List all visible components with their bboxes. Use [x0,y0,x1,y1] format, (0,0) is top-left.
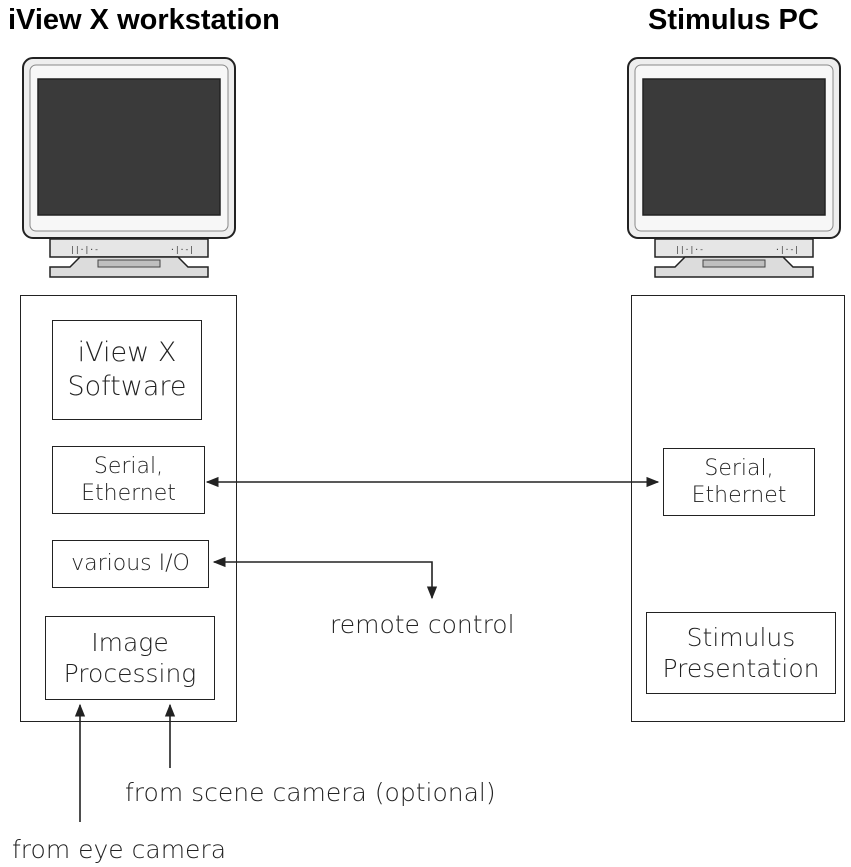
svg-text:·|·-|: ·|·-| [775,245,799,254]
eye-camera-label: from eye camera [12,835,227,864]
stimulus-pc-title: Stimulus PC [648,4,819,36]
svg-text:||·|·-: ||·|·- [675,245,704,254]
stimulus-presentation-box: Stimulus Presentation [646,612,836,694]
remote-control-arrow [212,556,438,600]
workstation-monitor-icon: ||·|·- ·|·-| [22,57,236,278]
workstation-comms-box: Serial, Ethernet [52,446,205,514]
remote-control-label: remote control [330,610,515,639]
stimulus-monitor-icon: ||·|·- ·|·-| [627,57,841,278]
scene-camera-label: from scene camera (optional) [125,778,496,807]
image-processing-box: Image Processing [45,616,215,700]
svg-text:·|·-|: ·|·-| [170,245,194,254]
workstation-title: iView X workstation [8,4,280,36]
stimulus-comms-box: Serial, Ethernet [663,448,815,516]
svg-text:||·|·-: ||·|·- [70,245,99,254]
iview-software-box: iView X Software [52,320,202,420]
various-io-box: various I/O [52,540,209,588]
